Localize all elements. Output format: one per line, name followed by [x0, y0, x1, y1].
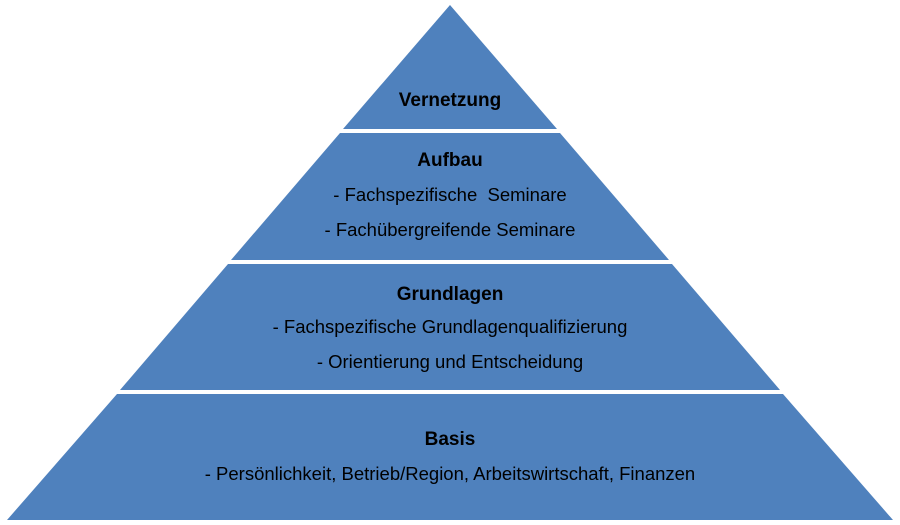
level-item: - Fachübergreifende Seminare: [325, 219, 576, 240]
pyramid-tier-shape: [231, 133, 669, 260]
pyramid-level-grundlagen: Grundlagen - Fachspezifische Grundlagenq…: [120, 264, 780, 390]
level-title: Vernetzung: [399, 90, 501, 111]
level-item: - Fachspezifische Grundlagenqualifizieru…: [273, 316, 628, 337]
pyramid-level-vernetzung: Vernetzung: [343, 5, 557, 129]
pyramid-tier-shape: [7, 394, 893, 520]
level-title: Grundlagen: [397, 284, 504, 305]
level-item: - Fachspezifische Seminare: [333, 184, 566, 205]
pyramid-level-basis: Basis - Persönlichkeit, Betrieb/Region, …: [7, 394, 893, 520]
level-item: - Orientierung und Entscheidung: [317, 351, 583, 372]
level-item: - Persönlichkeit, Betrieb/Region, Arbeit…: [205, 463, 695, 484]
pyramid-level-aufbau: Aufbau - Fachspezifische Seminare - Fach…: [231, 133, 669, 260]
pyramid-tier-shape: [120, 264, 780, 390]
level-title: Basis: [425, 429, 476, 450]
pyramid-tier-shape: [343, 5, 557, 129]
level-title: Aufbau: [417, 150, 482, 171]
